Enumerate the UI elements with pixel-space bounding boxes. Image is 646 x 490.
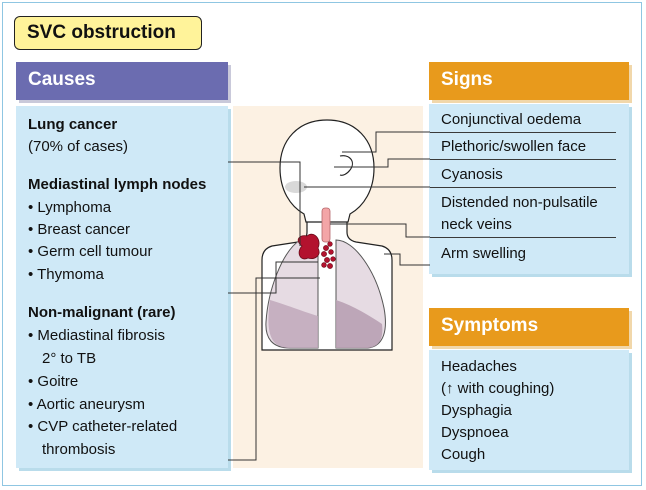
lymph-nodes [321,241,336,269]
leader-neck-veins [330,223,430,238]
cause-mediastinal-header: Mediastinal lymph nodes [28,176,207,193]
sign-item: Plethoric/swollen face [441,138,587,155]
leader-lung-cancer [228,161,301,246]
symptoms-panel [429,350,629,470]
symptom-item: Headaches [441,358,517,375]
signs-header: Signs [429,62,629,100]
cause-list-item: • Lymphoma [28,199,112,216]
sign-item: Arm swelling [441,245,527,262]
head-outline [279,119,375,223]
leader-nonmalignant [228,277,320,461]
cause-list-item: 2° to TB [42,350,97,367]
sign-item: Distended non-pulsatile [441,194,598,211]
leader-conjunctival-oedema [342,131,430,153]
sign-item: Cyanosis [441,166,503,183]
trachea [321,207,331,243]
page-title: SVC obstruction [14,16,202,50]
causes-panel [16,106,228,468]
cause-list-item: • Goitre [28,373,79,390]
symptom-item: Cough [441,446,486,463]
sign-divider [430,237,616,238]
sign-divider [430,132,616,133]
cause-lung-cancer: Lung cancer [28,116,118,133]
sign-divider [430,159,616,160]
cause-list-item: • CVP catheter-related [28,418,178,435]
cause-list-item: • Mediastinal fibrosis [28,327,165,344]
sign-divider [430,187,616,188]
sign-item: neck veins [441,216,512,233]
cause-nonmalignant-header: Non-malignant (rare) [28,304,176,321]
symptoms-header: Symptoms [429,308,629,346]
cyanosis-mark [285,181,307,193]
sign-item: Conjunctival oedema [441,111,582,128]
leader-plethoric-face [334,158,430,168]
leader-arm-swelling [384,253,430,266]
cause-list-item: • Aortic aneurysm [28,396,145,413]
cause-lung-cancer-note: (70% of cases) [28,138,129,155]
tumour-mass [297,233,320,260]
cause-list-item: • Thymoma [28,266,104,283]
ear-icon [339,155,353,176]
cause-list-item: • Breast cancer [28,221,130,238]
cause-list-item: thrombosis [42,441,116,458]
symptom-item: Dyspnoea [441,424,509,441]
symptom-item: Dysphagia [441,402,512,419]
causes-header: Causes [16,62,228,100]
cause-list-item: • Germ cell tumour [28,243,153,260]
symptom-item: (↑ with coughing) [441,380,555,397]
